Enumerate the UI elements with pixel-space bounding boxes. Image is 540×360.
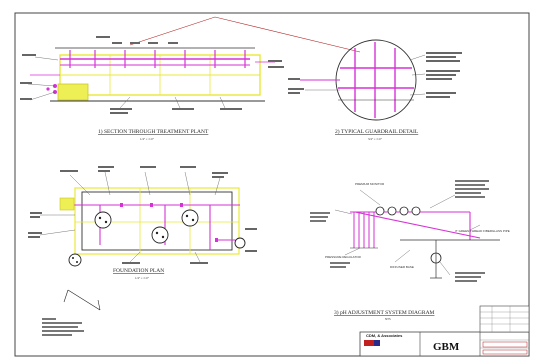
section-scale: 1/4" = 1'-0": [140, 137, 155, 141]
guardrail-detail: [288, 39, 462, 121]
section-view: [20, 16, 361, 114]
foundation-scale: 1/4" = 1'-0": [135, 276, 150, 280]
foundation-plan: [28, 166, 257, 336]
ph-scale: NTS: [385, 317, 391, 321]
title-block-firm: CDM, & Associates: [366, 333, 403, 338]
sheet-border: [14, 12, 530, 357]
section-title: 1) SECTION THROUGH TREATMENT PLANT: [98, 128, 209, 135]
title-block: [359, 305, 530, 357]
ph-label-monitor: PREMIUM MONITOR: [355, 182, 385, 186]
ph-label-inlet: 3" GREEN THREAD FIBERGLASS PIPE: [455, 229, 510, 233]
ph-diagram: [310, 180, 500, 282]
guardrail-scale: 3/4" = 1'-0": [368, 137, 383, 141]
foundation-title: FOUNDATION PLAN: [113, 268, 164, 274]
ph-title: 3) pH ADJUSTMENT SYSTEM DIAGRAM: [334, 309, 435, 316]
title-block-logo: GBM: [433, 341, 460, 353]
guardrail-title: 2) TYPICAL GUARDRAIL DETAIL: [335, 128, 419, 135]
ph-label-regulator: PRESSURE REGULATOR: [325, 255, 362, 259]
ph-label-diffuser: DIFFUSER BASE: [390, 265, 414, 269]
